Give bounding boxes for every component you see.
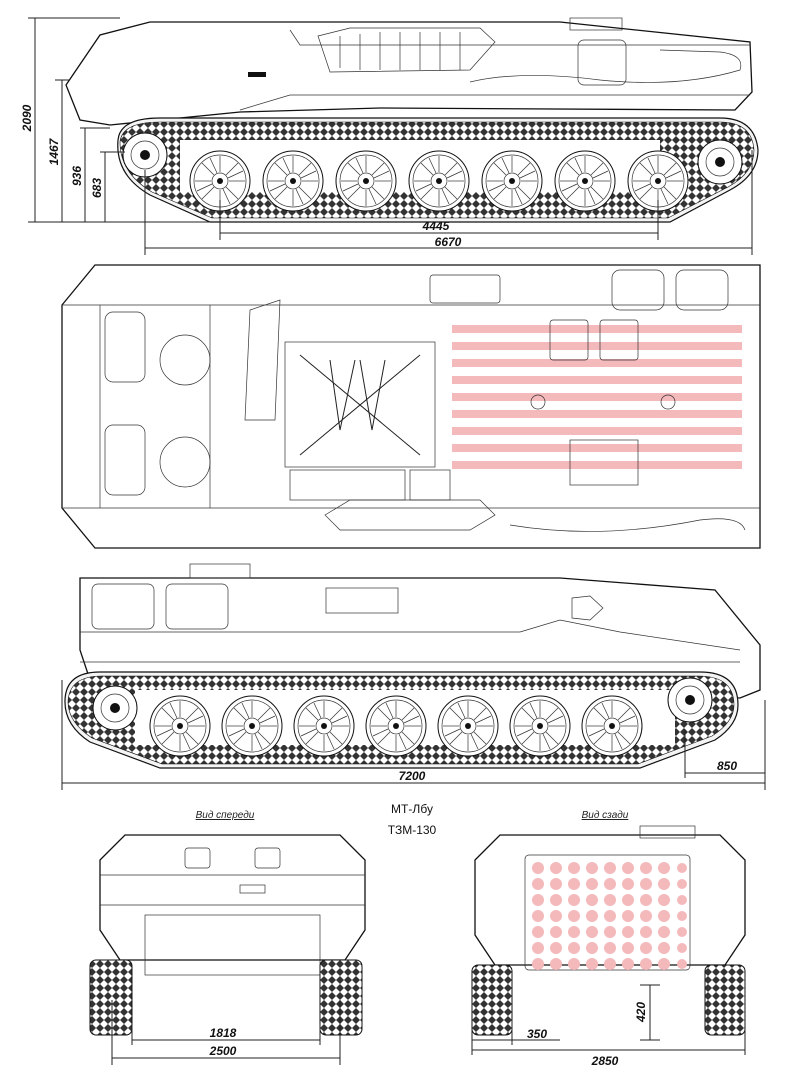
dim-front-width: 2500 [209,1044,237,1058]
title-variant: ТЗМ-130 [388,823,437,837]
side-view-top [28,17,759,255]
dim-rear-track-width: 350 [527,1027,547,1041]
front-view [89,834,366,1065]
rear-fuel-dots [532,862,687,970]
dim-height-hull: 1467 [47,137,61,165]
dim-length-total: 7200 [399,769,426,783]
dim-rear-overhang: 850 [717,759,737,773]
dim-height-total: 2090 [20,104,34,132]
top-view [61,264,761,549]
dim-wheelbase: 4445 [422,219,450,233]
dim-track-length: 6670 [435,235,462,249]
title-model: МТ-Лбу [391,802,433,816]
rear-view [471,825,746,1055]
dim-height-936: 936 [70,166,84,186]
dim-rear-ground-clearance: 420 [634,1002,648,1023]
fuel-zone [452,325,742,469]
dim-rear-width: 2850 [591,1054,619,1068]
dim-height-683: 683 [90,178,104,198]
side-view-bottom [61,563,766,790]
caption-rear-view: Вид сзади [582,810,629,821]
dim-front-track-gauge: 1818 [210,1026,237,1040]
caption-front-view: Вид спереди [196,810,255,821]
